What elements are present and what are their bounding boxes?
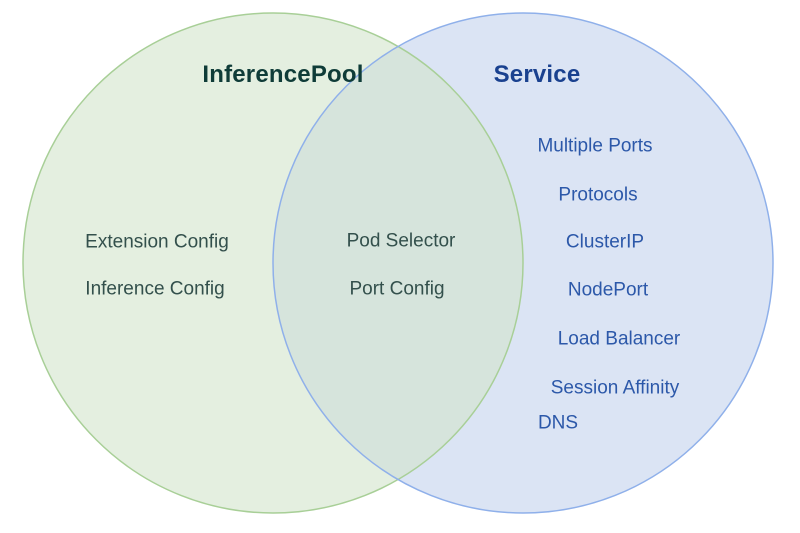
left-item: Inference Config [85,278,225,300]
left-circle-outline [22,12,524,514]
right-item: Load Balancer [557,328,681,350]
overlap-lens [273,46,523,480]
right-circle-outline [272,12,774,514]
right-item: ClusterIP [565,231,645,253]
right-item: DNS [537,412,579,434]
right-item: NodePort [567,279,649,301]
right-circle-title: Service [493,61,581,88]
left-circle-title: InferencePool [202,61,364,88]
right-item: Multiple Ports [537,135,653,157]
right-item: Protocols [558,184,638,206]
right-item: Session Affinity [550,377,680,399]
left-item: Extension Config [85,231,229,253]
overlap-item: Pod Selector [346,230,456,252]
overlap-item: Port Config [349,278,445,300]
